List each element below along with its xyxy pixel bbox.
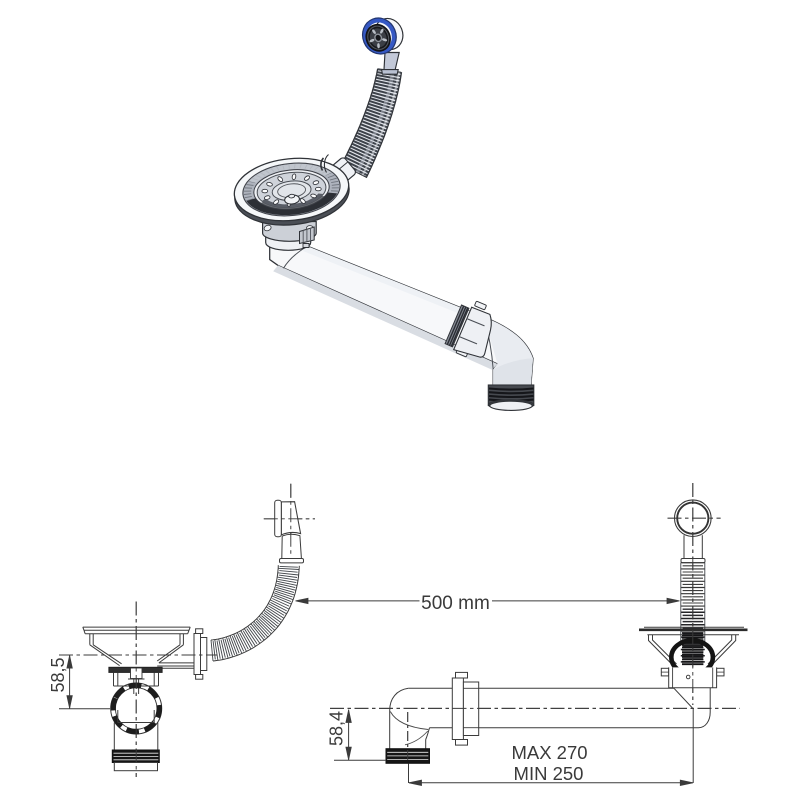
svg-text:58,5: 58,5 [48,657,68,692]
svg-text:58,4: 58,4 [327,711,347,746]
svg-text:MIN 250: MIN 250 [514,763,584,784]
svg-text:MAX 270: MAX 270 [511,742,587,763]
svg-text:500 mm: 500 mm [421,593,490,614]
